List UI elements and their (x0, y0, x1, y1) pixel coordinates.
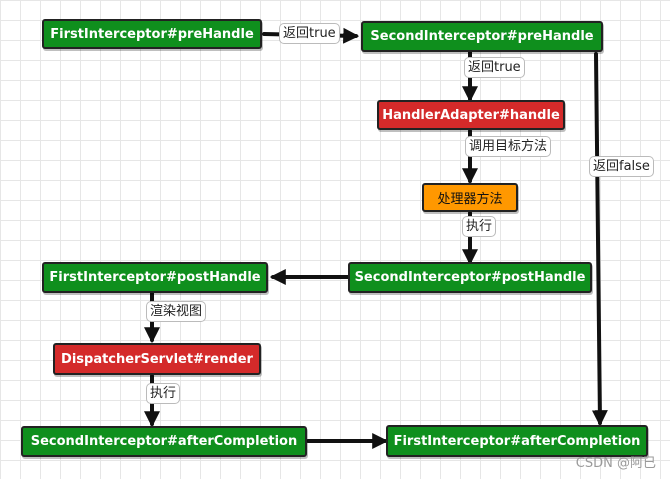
label-return-true-1: 返回true (279, 23, 340, 44)
node-handler-method: 处理器方法 (422, 183, 518, 212)
label-execute-2: 执行 (146, 383, 181, 404)
label-render-view: 渲染视图 (146, 301, 207, 322)
node-first-interceptor-posthandle: FirstInterceptor#postHandle (42, 262, 268, 293)
node-second-interceptor-prehandle: SecondInterceptor#preHandle (361, 21, 603, 52)
label-call-target-method: 调用目标方法 (465, 136, 552, 157)
node-first-interceptor-aftercompletion: FirstInterceptor#afterCompletion (386, 425, 648, 457)
arrow-return-false (591, 52, 608, 427)
node-dispatcher-servlet-render: DispatcherServlet#render (53, 343, 261, 375)
node-handler-adapter-handle: HandlerAdapter#handle (377, 100, 565, 130)
label-return-false: 返回false (589, 156, 654, 177)
node-first-interceptor-prehandle: FirstInterceptor#preHandle (42, 19, 262, 49)
watermark: CSDN @阿已 (575, 456, 656, 471)
node-second-interceptor-aftercompletion: SecondInterceptor#afterCompletion (21, 426, 307, 457)
node-second-interceptor-posthandle: SecondInterceptor#postHandle (348, 262, 592, 293)
label-execute-1: 执行 (462, 216, 497, 237)
label-return-true-2: 返回true (464, 57, 525, 78)
